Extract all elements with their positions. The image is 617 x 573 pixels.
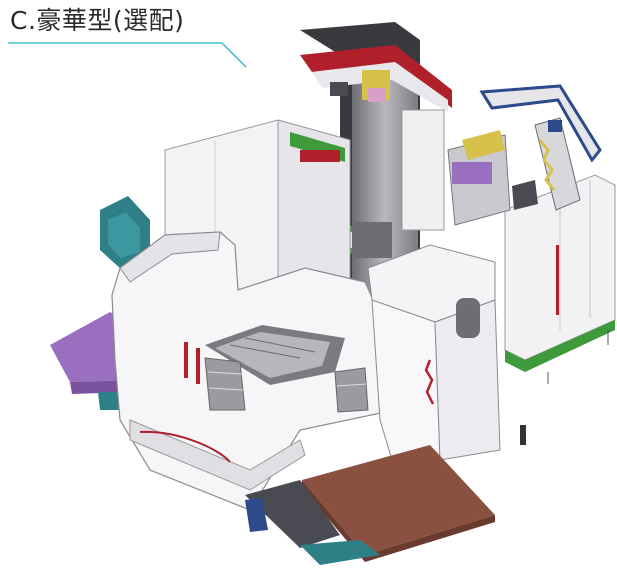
pallet-table <box>302 445 495 562</box>
machine-base <box>245 480 380 565</box>
purple-platform <box>50 312 130 410</box>
page-title: C.豪華型(選配) <box>10 6 185 35</box>
door-module <box>367 244 526 471</box>
gantry-frame <box>479 84 602 211</box>
rear-internals <box>447 130 538 226</box>
front-enclosure <box>111 231 396 511</box>
chip-conveyor <box>100 196 150 270</box>
right-cabinet <box>504 174 616 384</box>
